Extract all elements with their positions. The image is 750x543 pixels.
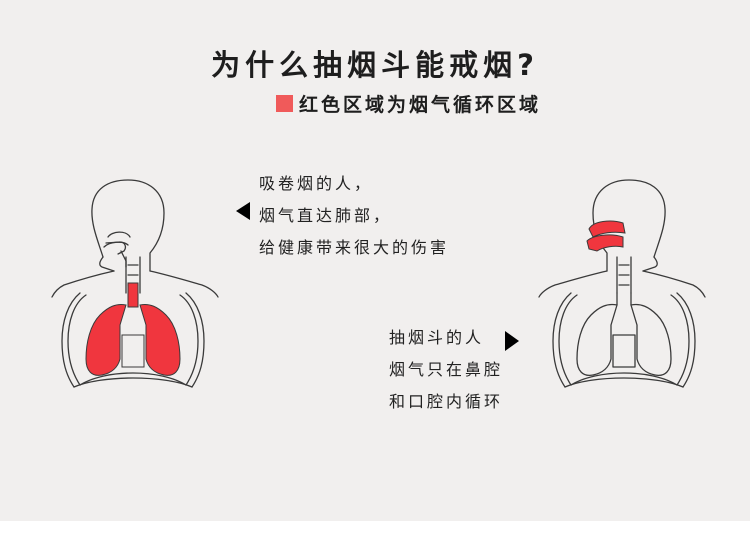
pipe-smoker-diagram <box>538 179 706 388</box>
left-caption-line: 烟气直达肺部， <box>259 206 393 225</box>
right-caption-line: 抽烟斗的人 <box>389 328 485 347</box>
legend-swatch <box>276 95 293 112</box>
legend: 红色区域为烟气循环区域 <box>276 90 541 117</box>
legend-label: 红色区域为烟气循环区域 <box>299 94 542 116</box>
arrow-right-icon <box>505 331 519 351</box>
arrow-left-icon <box>236 202 250 220</box>
left-caption: 吸卷烟的人， 烟气直达肺部， 给健康带来很大的伤害 <box>259 168 449 264</box>
left-caption-line: 给健康带来很大的伤害 <box>259 238 450 257</box>
right-caption-line: 烟气只在鼻腔 <box>389 360 504 379</box>
right-caption-line: 和口腔内循环 <box>389 392 504 411</box>
left-caption-line: 吸卷烟的人， <box>259 174 374 193</box>
right-caption: 抽烟斗的人 烟气只在鼻腔 和口腔内循环 <box>389 322 503 418</box>
cigarette-smoker-diagram <box>51 179 219 388</box>
page-title: 为什么抽烟斗能戒烟? <box>211 48 539 82</box>
infographic-canvas: 为什么抽烟斗能戒烟? 红色区域为烟气循环区域 <box>0 0 750 521</box>
